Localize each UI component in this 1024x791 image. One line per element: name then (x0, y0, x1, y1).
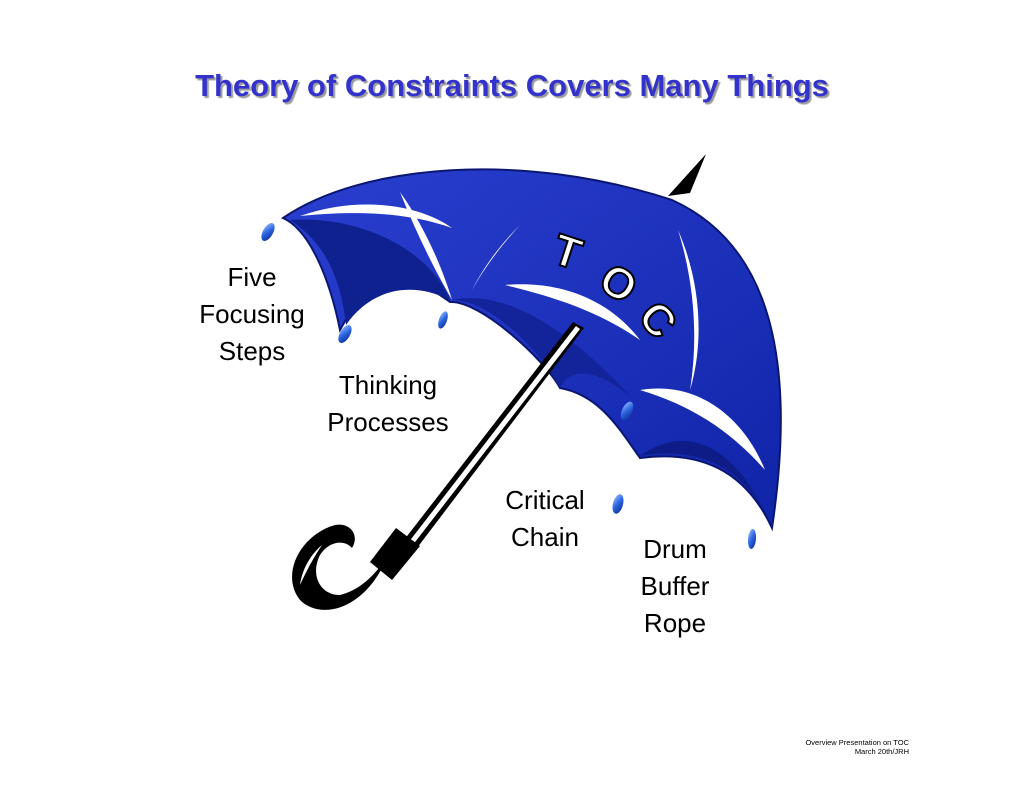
umbrella-canopy (280, 168, 782, 532)
canopy-panel-right (640, 440, 772, 528)
raindrop-5 (612, 494, 624, 514)
label-five-focusing-steps: Five Focusing Steps (199, 262, 305, 366)
label-critical-chain: Critical Chain (505, 485, 585, 552)
slide-title: Theory of Constraints Covers Many Things (195, 68, 829, 103)
rib-highlight-1 (300, 204, 452, 228)
raindrop-4 (620, 401, 634, 421)
rib-highlight-2 (400, 192, 452, 300)
label-drum-buffer-rope: Drum Buffer Rope (640, 534, 710, 638)
footer: Overview Presentation on TOC March 20th/… (805, 738, 909, 756)
raindrop-1 (261, 222, 275, 242)
rib-highlight-3 (505, 284, 640, 340)
raindrop-6 (747, 529, 757, 549)
umbrella-shaft-highlight (408, 326, 580, 546)
footer-line-1: Overview Presentation on TOC (805, 738, 909, 747)
raindrop-2 (338, 324, 352, 344)
canopy-panel-middle (452, 298, 632, 398)
umbrella-tip (668, 154, 706, 196)
raindrop-3 (438, 311, 448, 329)
rib-highlight-5 (678, 230, 699, 390)
rib-highlight-4 (640, 388, 765, 470)
umbrella-grip (370, 528, 420, 580)
canopy-panel-left (290, 219, 450, 325)
label-thinking-processes: Thinking Processes (327, 370, 449, 437)
footer-line-2: March 20th/JRH (854, 747, 909, 756)
umbrella-handle-hook (292, 524, 386, 610)
